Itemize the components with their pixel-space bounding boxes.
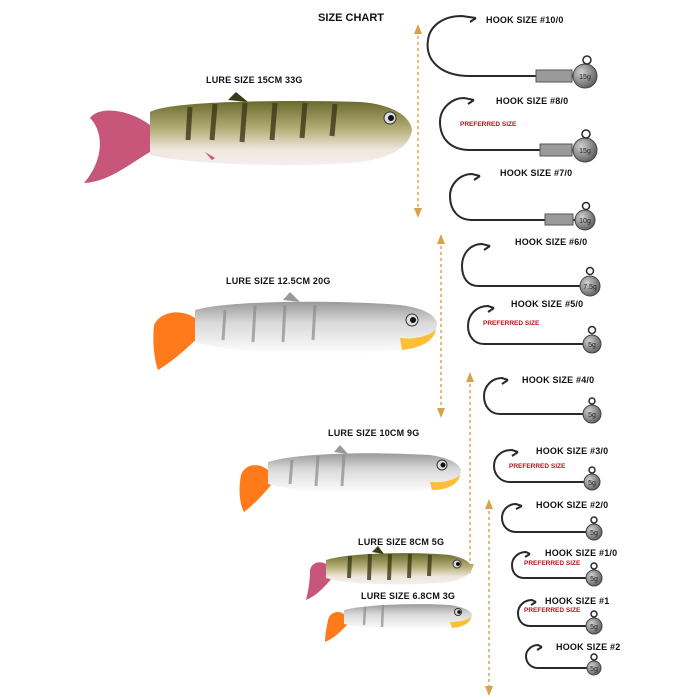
jig-hook-4-0 xyxy=(482,376,602,424)
preferred-size-tag: PREFERRED SIZE xyxy=(524,560,581,567)
jig-weight-label: 5g xyxy=(590,666,598,673)
jig-weight-label: 15g xyxy=(579,148,591,155)
jig-hook-1 xyxy=(516,598,603,635)
preferred-size-tag: PREFERRED SIZE xyxy=(509,463,566,470)
jig-weight-label: 5g xyxy=(588,412,596,419)
jig-hook-1-0 xyxy=(510,550,603,587)
jig-hook-8-0 xyxy=(438,96,598,163)
jig-weight-label: 5g xyxy=(590,576,598,583)
lure-label-12-5cm: LURE SIZE 12.5CM 20G xyxy=(226,276,331,286)
lure-8cm-perch xyxy=(306,546,472,600)
jig-hook-2 xyxy=(524,643,602,676)
lure-label-10cm: LURE SIZE 10CM 9G xyxy=(328,428,420,438)
hook-label-1-0: HOOK SIZE #1/0 xyxy=(545,548,618,558)
hook-label-3-0: HOOK SIZE #3/0 xyxy=(536,446,609,456)
jig-weight-label: 15g xyxy=(579,74,591,81)
jig-weight-label: 5g xyxy=(588,480,596,487)
hook-label-8-0: HOOK SIZE #8/0 xyxy=(496,96,569,106)
lure-label-15cm: LURE SIZE 15CM 33G xyxy=(206,75,303,85)
hook-label-1: HOOK SIZE #1 xyxy=(545,596,610,606)
hook-label-5-0: HOOK SIZE #5/0 xyxy=(511,299,584,309)
jig-weight-label: 10g xyxy=(579,218,591,225)
jig-hook-6-0 xyxy=(460,242,601,297)
size-chart-title: SIZE CHART xyxy=(318,12,384,24)
jig-weight-label: 7.5g xyxy=(583,284,597,291)
divider-arrows xyxy=(417,30,490,690)
preferred-size-tag: PREFERRED SIZE xyxy=(483,320,540,327)
hooks xyxy=(426,14,603,676)
lure-6-8cm-white xyxy=(325,604,472,642)
lure-label-6-8cm: LURE SIZE 6.8CM 3G xyxy=(361,591,456,601)
hook-label-7-0: HOOK SIZE #7/0 xyxy=(500,168,573,178)
jig-weight-label: 5g xyxy=(590,624,598,631)
hook-label-2-0: HOOK SIZE #2/0 xyxy=(536,500,609,510)
jig-hook-7-0 xyxy=(448,172,596,231)
arrow-heads xyxy=(414,24,493,696)
hook-label-4-0: HOOK SIZE #4/0 xyxy=(522,375,595,385)
lure-15cm-perch xyxy=(84,92,412,183)
jig-weight-label: 5g xyxy=(590,530,598,537)
jig-weight-label: 5g xyxy=(588,342,596,349)
hook-label-6-0: HOOK SIZE #6/0 xyxy=(515,237,588,247)
lure-10cm-white xyxy=(239,445,461,512)
lure-label-8cm: LURE SIZE 8CM 5G xyxy=(358,537,445,547)
jig-hook-3-0 xyxy=(492,448,601,491)
hook-label-2: HOOK SIZE #2 xyxy=(556,642,621,652)
jig-hook-10-0 xyxy=(426,14,598,89)
jig-hook-5-0 xyxy=(466,304,602,354)
jig-hook-2-0 xyxy=(500,502,603,541)
hook-label-10-0: HOOK SIZE #10/0 xyxy=(486,15,564,25)
preferred-size-tag: PREFERRED SIZE xyxy=(524,607,581,614)
preferred-size-tag: PREFERRED SIZE xyxy=(460,121,517,128)
lure-12-5cm-white xyxy=(153,292,437,370)
